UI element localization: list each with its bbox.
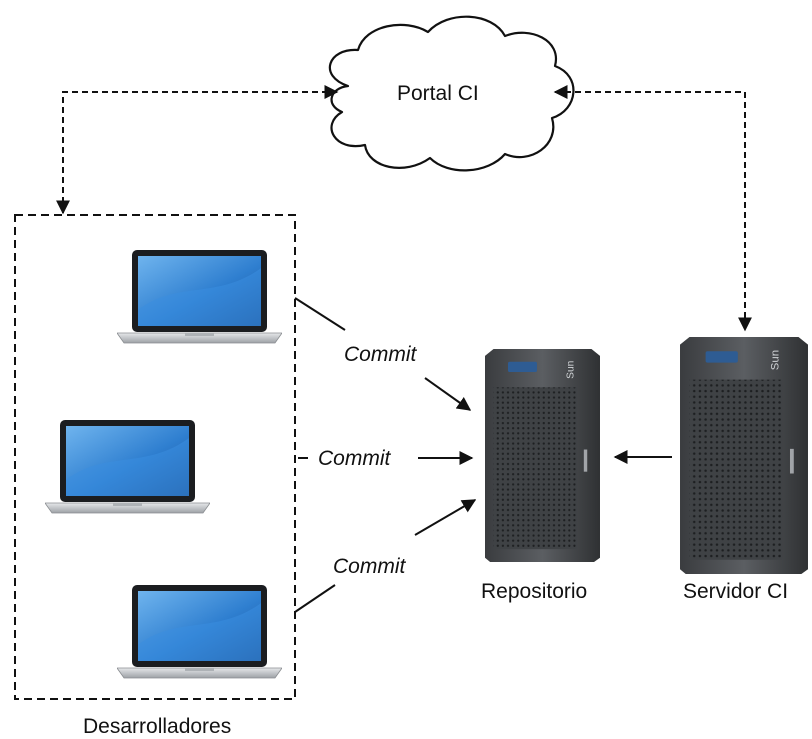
laptop-icon <box>117 585 282 679</box>
repository-server-icon <box>485 349 600 562</box>
repository-label: Repositorio <box>481 580 588 603</box>
developers-label: Desarrolladores <box>83 715 232 738</box>
commit-line-bottom <box>294 584 336 613</box>
commit-label-mid: Commit <box>318 447 391 470</box>
commit-label-top: Commit <box>344 343 417 366</box>
commit-arrow-top <box>424 377 472 411</box>
ci-server-icon <box>680 337 808 574</box>
dev-portal-dashed-arrow <box>56 85 339 215</box>
portal-ci-dashed-arrow <box>553 85 752 332</box>
laptop-icon <box>45 420 210 514</box>
commit-label-bottom: Commit <box>333 555 406 578</box>
ci-server-label: Servidor CI <box>683 580 789 603</box>
portal-ci-label: Portal CI <box>397 82 479 105</box>
commit-line-top <box>294 297 346 331</box>
laptop-icon <box>117 250 282 344</box>
developers-group-box <box>14 214 296 700</box>
commit-arrow-bottom <box>414 499 477 536</box>
